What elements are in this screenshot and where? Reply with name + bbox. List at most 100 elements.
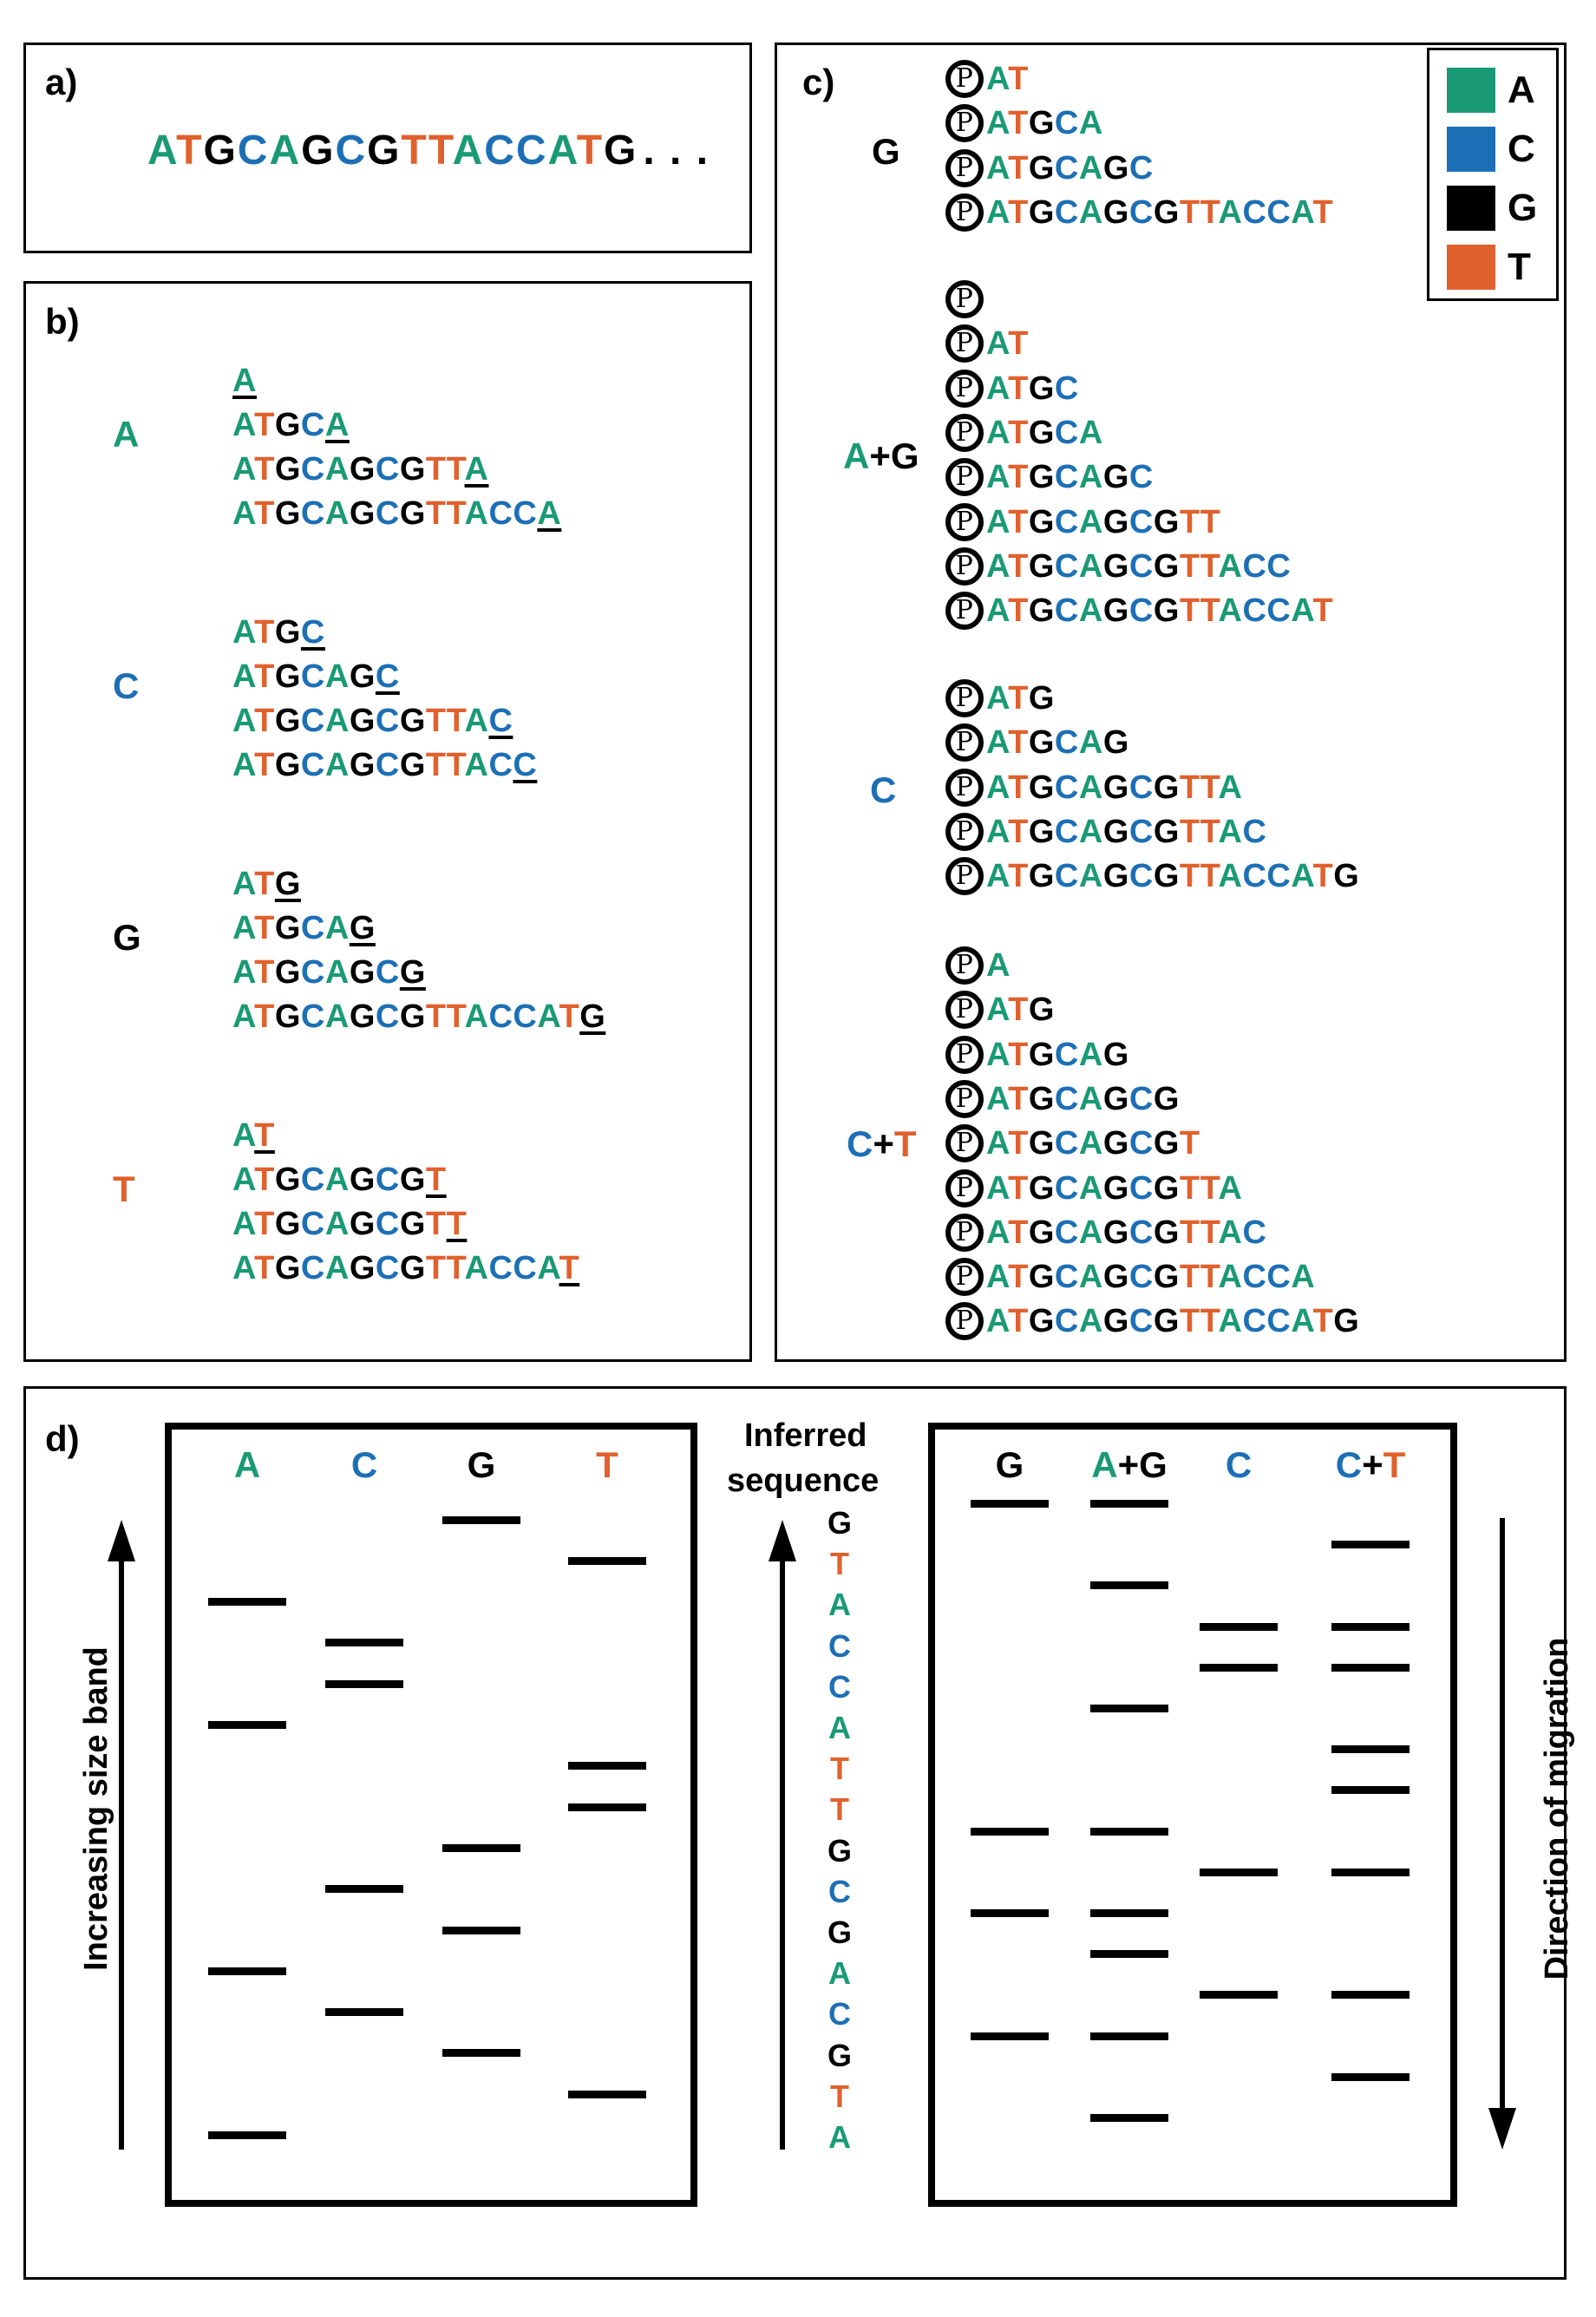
base-letter: A: [1291, 592, 1313, 630]
base-letter: A: [986, 547, 1009, 585]
base-letter: A: [1218, 1214, 1243, 1251]
base-letter: C: [375, 451, 400, 488]
base-letter: G: [1102, 1125, 1129, 1162]
fragment-sequence: ATG: [986, 682, 1055, 715]
inferred-base: T: [830, 1791, 849, 1828]
base-letter: G: [274, 614, 301, 651]
base-letter: C: [300, 1206, 325, 1242]
label-char: A: [233, 1444, 261, 1485]
legend-label-t: T: [1508, 245, 1531, 288]
panel-c-group-label: G: [872, 134, 900, 170]
base-letter: G: [1153, 547, 1180, 585]
base-letter: T: [1312, 193, 1334, 231]
base-letter: A: [464, 703, 489, 739]
base-letter: T: [254, 910, 275, 946]
base-letter: C: [300, 451, 325, 488]
base-letter: A: [986, 592, 1009, 630]
inferred-base: G: [827, 2037, 852, 2073]
label-char: +: [873, 1123, 894, 1164]
base-letter: A: [1291, 1259, 1316, 1296]
base-letter: A: [232, 1250, 255, 1286]
base-letter: C: [1054, 724, 1079, 762]
panel-b-fragment: ATGCAGCGTT: [232, 1208, 467, 1240]
fragment-sequence: AT: [986, 62, 1029, 95]
base-letter: C: [1128, 592, 1154, 630]
base-letter: C: [1128, 1080, 1154, 1117]
gel-band: [1090, 1909, 1168, 1917]
base-letter: C: [1128, 1169, 1154, 1207]
base-letter: A: [986, 105, 1009, 142]
base-letter: C: [1242, 1303, 1267, 1340]
base-letter: G: [399, 1250, 426, 1286]
base-letter: T: [428, 128, 453, 173]
inferred-sequence-arrow: [769, 1520, 796, 2150]
right-gel-lane-header: A+G: [1077, 1447, 1181, 1483]
fragment-sequence: ATGCAGC: [986, 461, 1154, 494]
base-letter: A: [986, 414, 1009, 451]
base-letter: G: [1102, 813, 1129, 850]
base-letter: C: [300, 998, 325, 1035]
legend-swatch-t: [1447, 245, 1495, 290]
base-letter: T: [425, 703, 447, 739]
phosphate-icon: P: [945, 723, 984, 763]
base-letter: A: [986, 1214, 1009, 1251]
base-letter: G: [1102, 1080, 1129, 1117]
base-letter: C: [1266, 193, 1292, 231]
base-letter: G: [1028, 1036, 1055, 1073]
phosphate-icon: P: [945, 812, 984, 851]
fragment-sequence: ATGCAGCGTTACC: [986, 550, 1291, 583]
base-letter: G: [274, 451, 301, 488]
base-letter: G: [349, 1162, 376, 1198]
base-letter: A: [232, 866, 255, 902]
base-letter: G: [274, 747, 301, 783]
base-letter: G: [579, 998, 606, 1035]
gel-band: [1200, 1663, 1278, 1672]
base-letter: C: [1242, 193, 1267, 231]
base-letter: A: [1078, 1125, 1103, 1162]
gel-band: [568, 1762, 646, 1770]
base-letter: G: [1153, 1125, 1180, 1162]
base-letter: T: [1008, 813, 1029, 850]
base-letter: C: [300, 1250, 325, 1286]
base-letter: C: [300, 658, 325, 695]
base-letter: T: [254, 407, 275, 443]
base-letter: A: [324, 495, 350, 532]
base-letter: A: [1078, 1214, 1103, 1251]
base-letter: C: [1128, 1214, 1154, 1251]
base-letter: C: [488, 998, 513, 1035]
base-letter: T: [1008, 680, 1029, 717]
base-letter: C: [375, 495, 400, 532]
base-letter: T: [425, 998, 447, 1035]
base-letter: T: [1008, 503, 1029, 540]
base-letter: G: [1028, 724, 1055, 762]
base-letter: A: [464, 747, 489, 783]
panel-c-fragment: P: [945, 279, 986, 319]
base-letter: C: [1054, 370, 1079, 407]
phosphate-icon: P: [945, 946, 984, 985]
gel-band: [1200, 1991, 1278, 2000]
base-letter: T: [446, 747, 465, 783]
base-letter: G: [1102, 1214, 1129, 1251]
label-char: A: [843, 435, 870, 476]
base-letter: C: [375, 1162, 400, 1198]
fragment-sequence: ATGCAGCGTTACCAT: [986, 594, 1333, 627]
base-letter: A: [537, 998, 559, 1035]
base-letter: A: [1218, 547, 1243, 585]
base-letter: T: [1179, 1259, 1200, 1296]
label-char: +: [869, 435, 891, 476]
base-letter: G: [1102, 149, 1129, 187]
right-gel-lane-header: C: [1187, 1447, 1291, 1483]
fragment-sequence: ATGCA: [986, 416, 1103, 449]
base-letter: A: [232, 495, 255, 532]
label-char: G: [890, 435, 919, 476]
base-letter: G: [1028, 414, 1055, 451]
base-letter: C: [1054, 1259, 1079, 1296]
label-char: C: [870, 769, 897, 810]
base-letter: A: [1078, 459, 1103, 496]
migration-arrow: [1488, 1518, 1516, 2150]
base-letter: C: [1054, 414, 1079, 451]
base-letter: T: [1200, 503, 1221, 540]
inferred-base: A: [828, 1955, 851, 1992]
